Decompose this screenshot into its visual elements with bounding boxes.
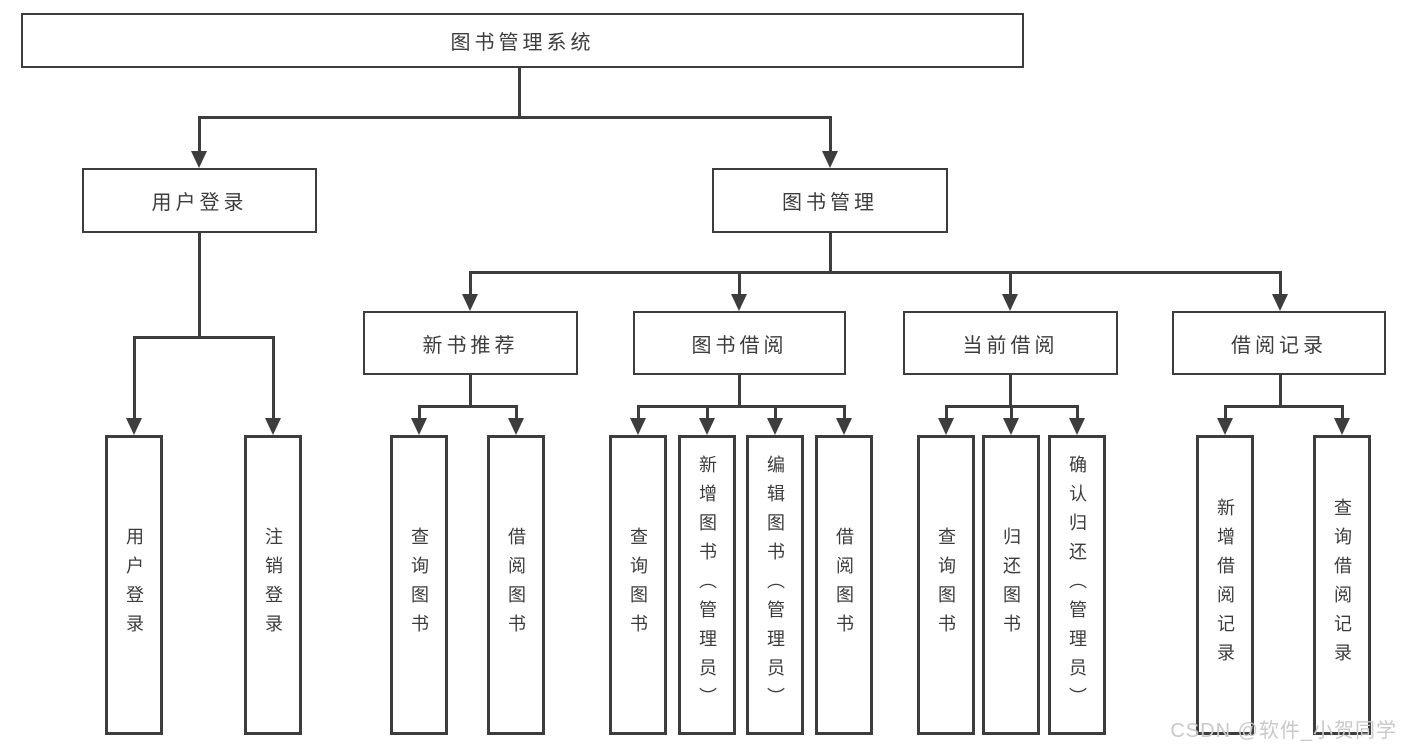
connector-line [515,405,518,419]
connector-line [1076,405,1079,419]
connector-arrowhead [938,418,954,435]
leaf-query-books-current: 查询图书 [917,435,975,735]
connector-arrowhead [767,418,783,435]
connector-arrowhead [1003,418,1019,435]
connector-arrowhead [126,418,142,435]
connector-line [706,405,709,419]
connector-arrowhead [699,418,715,435]
connector-line [1009,375,1012,407]
connector-line [198,233,201,338]
connector-line [945,405,948,419]
connector-arrowhead [411,418,427,435]
connector-line [829,116,832,152]
leaf-logout-login: 注销登录 [244,435,302,735]
leaf-add-borrow-record: 新增借阅记录 [1196,435,1254,735]
connector-line [1009,271,1012,295]
leaf-confirm-return-admin: 确认归还（管理员） [1048,435,1106,735]
connector-line [1279,271,1282,295]
connector-arrowhead [731,294,747,311]
leaf-add-books-admin: 新增图书（管理员） [678,435,736,735]
connector-arrowhead [1069,418,1085,435]
leaf-query-borrow-record: 查询借阅记录 [1313,435,1371,735]
node-new-book-recommendation: 新书推荐 [363,311,578,375]
leaf-borrow-books-borrowing: 借阅图书 [815,435,873,735]
connector-line [1279,375,1282,407]
connector-arrowhead [822,151,838,168]
connector-arrowhead [191,151,207,168]
connector-line [469,375,472,407]
connector-arrowhead [508,418,524,435]
connector-line [843,405,846,419]
connector-line [198,116,201,152]
connector-line [774,405,777,419]
connector-arrowhead [1272,294,1288,311]
connector-arrowhead [1217,418,1233,435]
connector-arrowhead [265,418,281,435]
connector-arrowhead [462,294,478,311]
leaf-query-books-borrowing: 查询图书 [609,435,667,735]
leaf-user-login: 用户登录 [105,435,163,735]
leaf-edit-books-admin: 编辑图书（管理员） [746,435,804,735]
node-user-login: 用户登录 [82,168,317,233]
connector-arrowhead [836,418,852,435]
connector-line [418,405,517,408]
connector-line [1224,405,1343,408]
node-book-borrowing: 图书借阅 [633,311,846,375]
connector-line [829,233,832,273]
connector-arrowhead [630,418,646,435]
connector-line [1010,405,1013,419]
node-current-borrowing: 当前借阅 [903,311,1118,375]
connector-line [1341,405,1344,419]
connector-arrowhead [1334,418,1350,435]
connector-line [133,336,136,420]
connector-line [198,116,831,119]
connector-line [133,336,275,339]
connector-line [637,405,640,419]
connector-line [469,271,472,295]
connector-line [418,405,421,419]
connector-line [469,271,1281,274]
connector-line [518,68,521,118]
leaf-return-books: 归还图书 [982,435,1040,735]
leaf-borrow-books-recommend: 借阅图书 [487,435,545,735]
connector-line [738,271,741,295]
connector-line [637,405,845,408]
node-book-management: 图书管理 [712,168,948,233]
leaf-query-books-recommend: 查询图书 [390,435,448,735]
connector-line [1224,405,1227,419]
watermark-text: CSDN @软件_小贺同学 [1170,720,1397,742]
node-borrowing-records: 借阅记录 [1172,311,1386,375]
connector-line [738,375,741,407]
node-library-system: 图书管理系统 [21,13,1024,68]
connector-line [272,336,275,420]
connector-arrowhead [1002,294,1018,311]
